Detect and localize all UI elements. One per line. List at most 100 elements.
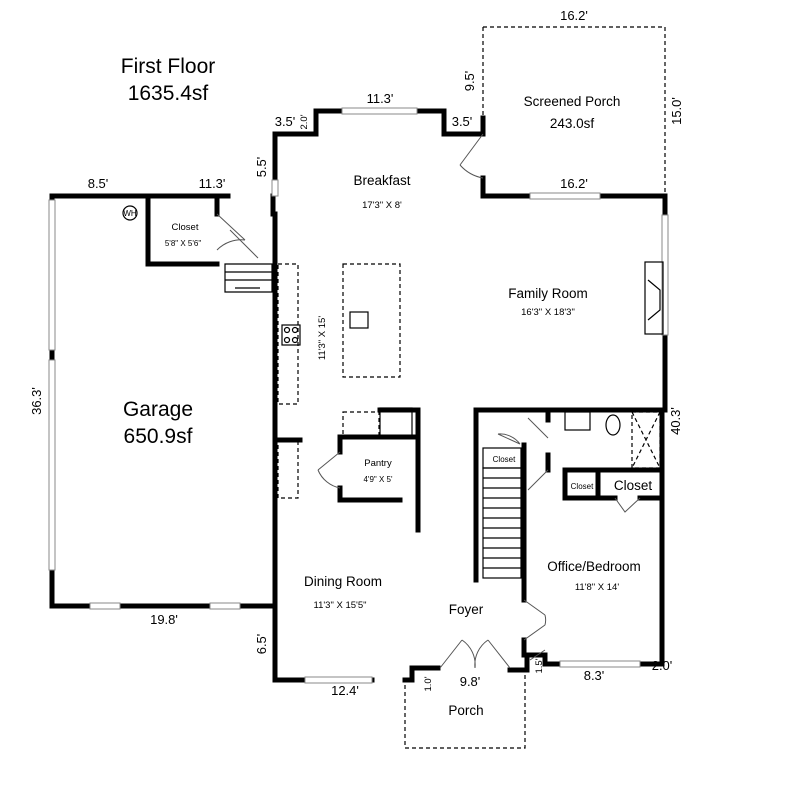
room-closet-garage-size: 5'8" X 5'6" — [165, 239, 201, 248]
door-porch — [459, 133, 484, 179]
meas-bay-right: 3.5' — [452, 114, 473, 129]
toilet — [605, 414, 621, 436]
room-kitchen-size: 11'3" X 15' — [317, 316, 328, 361]
door-pantry — [317, 451, 341, 489]
meas-porch-left: 9.5' — [462, 71, 477, 92]
room-garage-area: 650.9sf — [124, 425, 193, 448]
window-garage-bottom-2 — [209, 602, 241, 610]
meas-office-corner: 2.0' — [652, 658, 673, 673]
bath-sink — [564, 411, 591, 431]
meas-garage-top-right: 11.3' — [199, 176, 226, 191]
door-bath — [527, 417, 549, 439]
stair-closet-box — [482, 447, 522, 469]
meas-porch-width: 9.8' — [460, 674, 481, 689]
meas-porch-bottom: 16.2' — [560, 176, 588, 191]
window-garage-left-top — [48, 199, 56, 351]
pantry-top-wall — [377, 407, 421, 440]
shower — [631, 411, 661, 469]
room-foyer: Foyer — [449, 602, 484, 617]
room-family: Family Room — [508, 286, 588, 301]
door-closet-garage — [216, 213, 246, 251]
window-dining-bottom — [304, 676, 373, 684]
kitchen-island — [342, 263, 401, 378]
meas-porch-depth: 1.0' — [423, 676, 434, 691]
window-left-bay — [271, 179, 279, 197]
front-wall-left — [402, 665, 441, 683]
door-office — [523, 599, 547, 641]
room-office: Office/Bedroom — [547, 559, 641, 574]
window-bay-top — [341, 107, 418, 115]
meas-porch-right: 15.0' — [669, 97, 684, 125]
bay-top-wall-r — [414, 108, 486, 137]
room-breakfast: Breakfast — [353, 173, 410, 188]
room-pantry: Pantry — [364, 458, 392, 469]
pantry-shelf — [342, 411, 380, 437]
meas-bay-left-diag: 2.0' — [299, 114, 310, 129]
room-pantry-size: 4'9" X 5' — [363, 475, 392, 484]
door-garage-entry — [229, 229, 259, 259]
door-office-closet — [614, 497, 641, 513]
counter-run — [277, 263, 299, 405]
meas-office-bottom: 8.3' — [584, 668, 605, 683]
door-front — [439, 639, 511, 669]
water-heater-label: WH — [123, 209, 137, 218]
stove-burner — [283, 326, 291, 334]
island-sink — [349, 311, 369, 329]
window-office-bottom — [559, 660, 641, 668]
meas-dining-offset: 6.5' — [254, 634, 269, 655]
meas-garage-bottom: 19.8' — [150, 612, 178, 627]
front-porch-outline — [404, 670, 526, 749]
office-wall-bottom — [637, 647, 665, 667]
room-garage: Garage — [123, 398, 193, 421]
room-dining: Dining Room — [304, 574, 382, 589]
room-porch: Porch — [448, 703, 483, 718]
stove — [281, 324, 301, 346]
window-garage-left — [48, 359, 56, 571]
meas-left-offset: 5.5' — [254, 157, 269, 178]
room-screened-porch-area: 243.0sf — [550, 116, 595, 131]
water-heater-icon — [122, 205, 138, 221]
meas-garage-side: 36.3' — [29, 387, 44, 415]
door-closet-small — [527, 469, 549, 491]
window-garage-bottom — [89, 602, 121, 610]
front-wall-right — [507, 652, 530, 673]
stove-burner-3 — [283, 336, 291, 344]
stair-landing — [224, 263, 273, 293]
fireplace — [644, 261, 664, 335]
stair-treads — [483, 477, 521, 569]
floor-title: First Floor — [121, 55, 216, 78]
room-closet-garage: Closet — [172, 222, 199, 233]
door-front-step — [529, 649, 546, 661]
stove-burner-2 — [291, 326, 299, 334]
room-office-size: 11'8" X 14' — [575, 582, 620, 593]
shower-x — [631, 411, 661, 469]
stair-landing-lines — [225, 271, 272, 289]
family-wall-top — [597, 193, 668, 218]
screened-porch-outline — [483, 26, 666, 196]
room-closet-office: Closet — [614, 478, 653, 493]
dining-wall-bottom — [272, 603, 375, 683]
floor-area: 1635.4sf — [128, 82, 209, 105]
fridge — [379, 407, 413, 437]
window-family-right — [661, 214, 669, 336]
room-breakfast-size: 17'3" X 8' — [362, 200, 402, 211]
staircase — [482, 467, 522, 579]
meas-bay-left: 3.5' — [275, 114, 296, 129]
meas-bay-top: 11.3' — [367, 91, 394, 106]
meas-front-left: 12.4' — [331, 683, 359, 698]
stove-burner-4 — [291, 336, 299, 344]
meas-front-step: 1.5' — [534, 658, 545, 673]
meas-right-side: 40.3' — [668, 407, 683, 435]
meas-garage-top-left: 8.5' — [88, 176, 109, 191]
bay-wall-left — [272, 108, 319, 183]
room-closet-stair: Closet — [493, 455, 516, 464]
room-dining-size: 11'3" X 15'5" — [314, 600, 367, 611]
room-family-size: 16'3" X 18'3" — [521, 307, 575, 318]
counter-run-lower — [277, 439, 299, 499]
porch-wall-lower — [480, 175, 533, 199]
fireplace-inner — [647, 279, 661, 321]
closet-garage-walls — [145, 193, 220, 267]
room-closet-small: Closet — [571, 482, 594, 491]
meas-porch-top: 16.2' — [560, 8, 588, 23]
